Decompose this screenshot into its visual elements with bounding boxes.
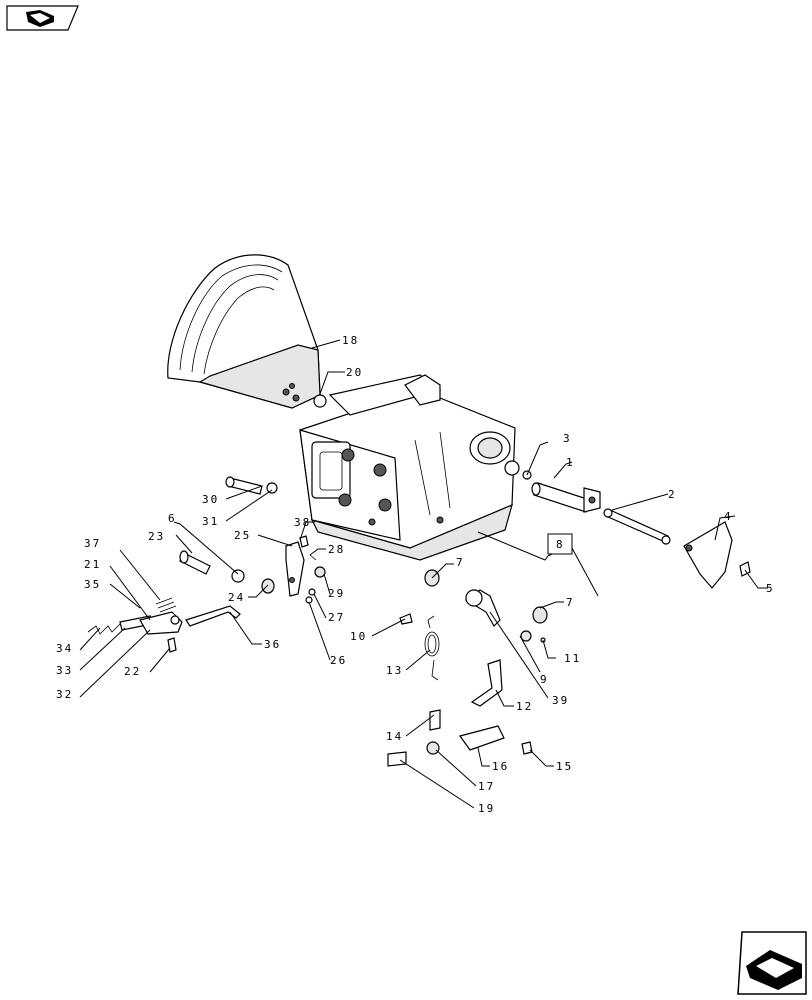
callout-4: 4 [724,510,733,523]
callout-17: 17 [478,780,495,793]
part-19-bolt [387,751,407,767]
part-10-clip [399,613,413,625]
part-24-bushing [261,578,275,594]
callout-8-box [547,533,573,555]
callout-7b: 7 [566,596,575,609]
callout-24: 24 [228,591,245,604]
callout-16: 16 [492,760,509,773]
callout-18: 18 [342,334,359,347]
part-34-spring [87,623,125,635]
part-36-rod [185,605,241,627]
callout-25: 25 [234,529,251,542]
part-25-lever [285,541,305,597]
next-button[interactable] [737,931,807,995]
part-31-washer [266,482,278,494]
callout-38: 38 [294,516,311,529]
callout-2: 2 [668,488,677,501]
callout-21: 21 [84,558,101,571]
part-15-clip [521,741,533,755]
main-housing [299,374,520,561]
part-37-spring [155,597,177,613]
callout-8: 8 [556,538,565,551]
part-4-arm [683,521,733,589]
callout-9: 9 [540,673,549,686]
callout-23: 23 [148,530,165,543]
part-2-rod [603,508,671,545]
part-13-spring [424,615,440,681]
callout-35: 35 [84,578,101,591]
callout-27: 27 [328,611,345,624]
part-30-bolt [225,476,263,495]
part-22-screw [167,637,177,653]
part-9-lever [464,589,501,627]
next-arrow-icon [746,950,802,990]
callout-14: 14 [386,730,403,743]
callout-33: 33 [56,664,73,677]
callout-5: 5 [766,582,775,595]
part-7b-bushing [532,606,548,624]
part-5-clip [739,561,751,577]
callout-26: 26 [330,654,347,667]
callout-30: 30 [202,493,219,506]
callout-13: 13 [386,664,403,677]
callout-37: 37 [84,537,101,550]
part-38-pin [299,535,309,548]
callout-1: 1 [566,456,575,469]
callout-11: 11 [564,652,581,665]
callout-39: 39 [552,694,569,707]
part-27-ball [308,588,316,596]
part-23-stud [179,550,211,575]
callout-7a: 7 [456,556,465,569]
part-12-bracket [470,659,503,707]
callout-28: 28 [328,543,345,556]
callout-10: 10 [350,630,367,643]
back-arrow-icon [26,10,54,27]
parts-artwork [87,254,751,767]
callout-22: 22 [124,665,141,678]
part-11-nut [520,630,532,642]
callout-12: 12 [516,700,533,713]
part-28-pin [309,554,317,561]
part-14-bolt [429,709,441,731]
callout-labels: 18 20 3 1 2 4 5 30 31 6 23 25 38 28 29 2… [56,334,775,815]
part-18-cover [167,254,321,409]
callout-19: 19 [478,802,495,815]
callout-31: 31 [202,515,219,528]
callout-34: 34 [56,642,73,655]
leader-lines [79,339,768,809]
callout-3: 3 [563,432,572,445]
callout-6: 6 [168,512,177,525]
part-6-washer [231,569,245,583]
part-1-shaft [531,482,601,513]
callout-29: 29 [328,587,345,600]
callout-15: 15 [556,760,573,773]
part-29-nut [314,566,326,578]
part-16-clamp [459,725,505,751]
callout-20: 20 [346,366,363,379]
part-17-nut [426,741,440,755]
callout-36: 36 [264,638,281,651]
callout-32: 32 [56,688,73,701]
part-20-ring [313,394,327,408]
back-button[interactable] [6,5,79,31]
